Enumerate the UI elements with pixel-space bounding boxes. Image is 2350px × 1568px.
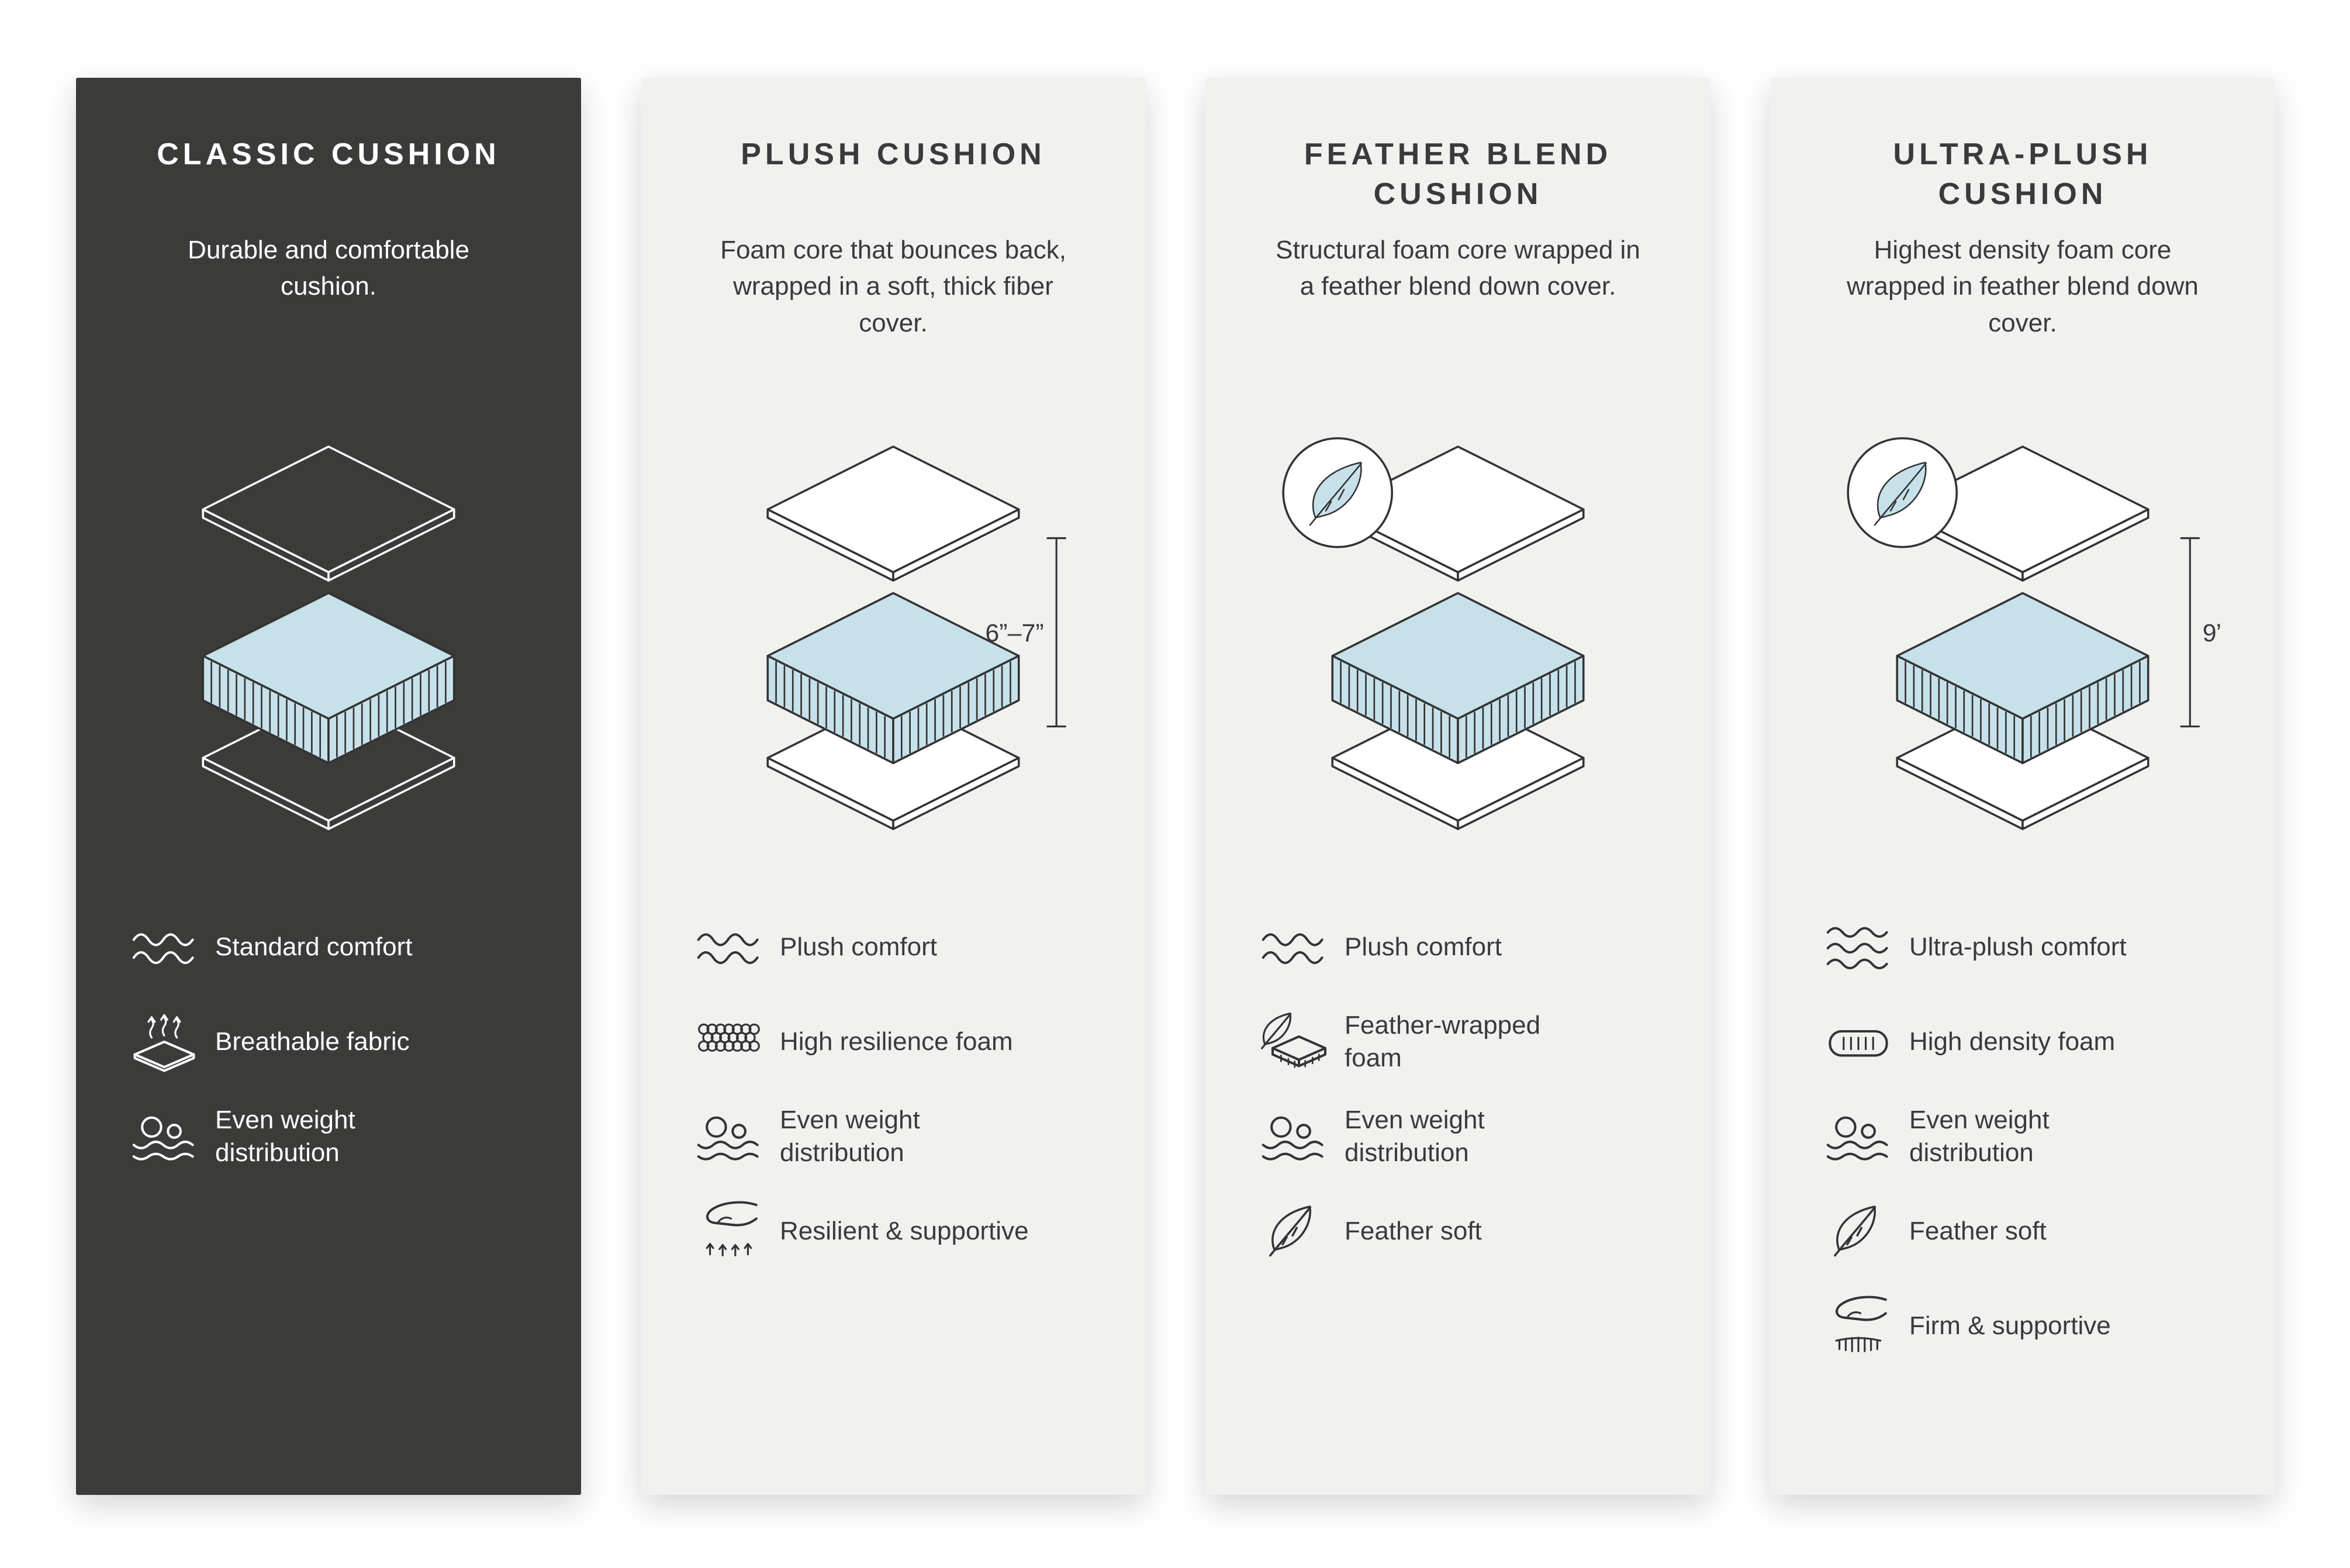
feature-label: Breathable fabric xyxy=(215,1027,410,1056)
feather-icon xyxy=(1822,1200,1909,1263)
even-weight-icon xyxy=(1257,1105,1345,1168)
feature-label: Feather soft xyxy=(1345,1217,1482,1246)
panel-title: PLUSH CUSHION xyxy=(741,137,1046,171)
panel-title: FEATHER BLEND CUSHION xyxy=(1304,137,1612,211)
feature-row: Feather soft xyxy=(1257,1197,1659,1265)
feature-row: High resilience foam xyxy=(692,1008,1094,1076)
feature-row: Even weight distribution xyxy=(692,1103,1094,1170)
feature-row: Feather-wrapped foam xyxy=(1257,1008,1659,1076)
feather-badge-icon xyxy=(1309,461,1362,526)
feature-row: Plush comfort xyxy=(692,913,1094,981)
feature-label: Plush comfort xyxy=(1345,932,1502,962)
feature-row: Plush comfort xyxy=(1257,913,1659,981)
features-list: Ultra-plush comfort High density foam Ev… xyxy=(1822,913,2224,1387)
feather-foam-icon xyxy=(1257,1010,1345,1073)
feature-row: Even weight distribution xyxy=(1822,1103,2224,1170)
cushion-layers-diagram: 9” xyxy=(1822,431,2224,844)
waves-icon xyxy=(1257,916,1345,979)
feature-label: Standard comfort xyxy=(215,932,413,962)
panel-description: Highest density foam core wrapped in fea… xyxy=(1847,236,2199,337)
feature-row: Even weight distribution xyxy=(127,1103,530,1170)
density-foam-icon xyxy=(1822,1010,1909,1073)
feature-label: Feather soft xyxy=(1909,1217,2047,1246)
features-list: Plush comfort High resilience foam Even … xyxy=(692,913,1094,1292)
feature-label: Ultra-plush comfort xyxy=(1909,932,2127,962)
feature-label: Firm & supportive xyxy=(1909,1311,2111,1341)
feature-label: High resilience foam xyxy=(780,1027,1013,1056)
feature-label: Even weight distribution xyxy=(1345,1106,1485,1167)
feather-icon xyxy=(1257,1200,1345,1263)
feature-row: Firm & supportive xyxy=(1822,1292,2224,1360)
feature-row: Even weight distribution xyxy=(1257,1103,1659,1170)
panel-title: CLASSIC CUSHION xyxy=(157,137,500,171)
waves-icon xyxy=(692,916,780,979)
firm-hand-icon xyxy=(1822,1294,1909,1358)
resilient-hand-icon xyxy=(692,1200,780,1263)
feature-label: Feather-wrapped foam xyxy=(1345,1011,1541,1072)
cushion-layers-diagram xyxy=(1257,431,1659,844)
feature-row: High density foam xyxy=(1822,1008,2224,1076)
panel-plush-cushion: PLUSH CUSHION Foam core that bounces bac… xyxy=(641,78,1146,1495)
foam-cells-icon xyxy=(692,1010,780,1073)
feature-label: Resilient & supportive xyxy=(780,1217,1029,1246)
breathable-fabric-icon xyxy=(127,1010,215,1073)
feature-row: Resilient & supportive xyxy=(692,1197,1094,1265)
features-list: Standard comfort Breathable fabric Even … xyxy=(127,913,530,1197)
even-weight-icon xyxy=(1822,1105,1909,1168)
cushion-layers-diagram xyxy=(127,431,530,844)
feature-row: Feather soft xyxy=(1822,1197,2224,1265)
feature-label: Even weight distribution xyxy=(780,1106,920,1167)
panel-classic-cushion: CLASSIC CUSHION Durable and comfortable … xyxy=(76,78,581,1495)
panel-description: Durable and comfortable cushion. xyxy=(188,236,469,301)
feature-label: High density foam xyxy=(1909,1027,2116,1056)
panel-title: ULTRA-PLUSH CUSHION xyxy=(1893,137,2152,211)
feature-label: Even weight distribution xyxy=(215,1106,355,1167)
panel-description: Structural foam core wrapped in a feathe… xyxy=(1276,236,1640,301)
svg-text:9”: 9” xyxy=(2203,619,2221,647)
svg-text:6”–7”: 6”–7” xyxy=(985,619,1043,647)
feature-row: Ultra-plush comfort xyxy=(1822,913,2224,981)
feature-row: Standard comfort xyxy=(127,913,530,981)
even-weight-icon xyxy=(692,1105,780,1168)
cushion-layers-diagram: 6”–7” xyxy=(692,431,1094,844)
panel-feather-blend-cushion: FEATHER BLEND CUSHION Structural foam co… xyxy=(1205,78,1710,1495)
even-weight-icon xyxy=(127,1105,215,1168)
waves-3-icon xyxy=(1822,916,1909,979)
feature-row: Breathable fabric xyxy=(127,1008,530,1076)
feather-badge-icon xyxy=(1874,461,1927,526)
panel-description: Foam core that bounces back, wrapped in … xyxy=(720,236,1066,337)
panel-ultra-plush-cushion: ULTRA-PLUSH CUSHION Highest density foam… xyxy=(1770,78,2275,1495)
feature-label: Even weight distribution xyxy=(1909,1106,2050,1167)
feature-label: Plush comfort xyxy=(780,932,937,962)
features-list: Plush comfort Feather-wrapped foam Even … xyxy=(1257,913,1659,1292)
waves-icon xyxy=(127,916,215,979)
